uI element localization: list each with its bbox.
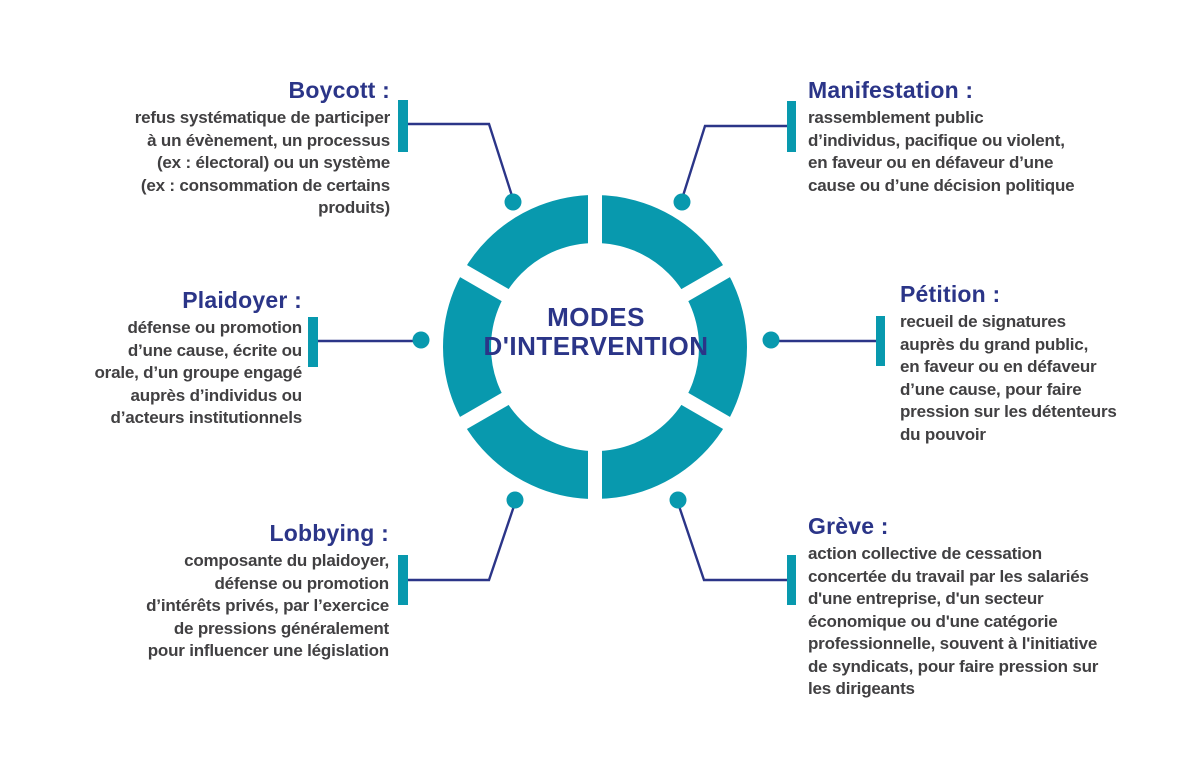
body-line: défense ou promotion [127, 318, 302, 337]
body-line: action collective de cessation [808, 544, 1042, 563]
center-title-line1: MODES [547, 302, 645, 332]
section-petition: Pétition : recueil de signatures auprès d… [900, 280, 1200, 446]
body-line: composante du plaidoyer, [184, 551, 389, 570]
center-title: MODES D'INTERVENTION [446, 303, 746, 361]
section-manifestation: Manifestation : rassemblement public d’in… [808, 76, 1168, 197]
section-body-lobbying: composante du plaidoyer, défense ou promo… [29, 550, 389, 663]
body-line: à un évènement, un processus [147, 130, 390, 150]
body-line: produits) [318, 198, 390, 217]
connector-line-lobbying [406, 502, 517, 582]
body-line: cause ou d’une décision politique [808, 175, 1075, 195]
body-line: recueil de signatures [900, 312, 1066, 331]
section-lobbying: Lobbying : composante du plaidoyer, défen… [29, 519, 389, 663]
section-plaidoyer: Plaidoyer : défense ou promotion d’une ca… [0, 286, 302, 430]
ring-gap [672, 387, 740, 435]
connector-dot-manifestation [673, 193, 691, 211]
ring-gap [672, 259, 740, 307]
body-line: refus systématique de participer [134, 108, 391, 127]
section-body-greve: action collective de cessation concertée … [808, 543, 1188, 701]
body-line: (ex : consommation de certains [140, 175, 390, 195]
body-line: les dirigeants [808, 679, 915, 698]
section-title-boycott: Boycott : [288, 77, 390, 103]
body-line: d’une cause, pour faire [900, 379, 1082, 399]
body-line: orale, d’un groupe engagé [94, 363, 302, 382]
center-title-line2: D'INTERVENTION [483, 331, 709, 361]
section-title-lobbying: Lobbying : [269, 520, 389, 546]
body-line: de pressions généralement [173, 618, 389, 638]
ring-gap [450, 259, 518, 307]
accent-bar-greve [787, 555, 796, 605]
accent-bar-manifestation [787, 101, 796, 152]
connector-line-boycott [407, 122, 515, 200]
body-line: d’intérêts privés, par l’exercice [146, 596, 389, 615]
accent-bar-lobbying [398, 555, 408, 605]
body-line: professionnelle, souvent à l'initiative [808, 634, 1098, 653]
section-boycott: Boycott : refus systématique de particip… [30, 76, 391, 220]
accent-bar-boycott [398, 100, 408, 152]
connector-line-manifestation [680, 124, 788, 200]
body-line: de syndicats, pour faire pression sur [808, 656, 1099, 676]
connector-dot-boycott [504, 193, 522, 211]
connector-line-greve [676, 502, 788, 582]
section-body-petition: recueil de signatures auprès du grand pub… [900, 311, 1200, 446]
accent-bar-petition [876, 316, 885, 366]
section-body-plaidoyer: défense ou promotion d’une cause, écrite … [0, 317, 302, 430]
connector-dot-petition [762, 331, 780, 349]
section-title-plaidoyer: Plaidoyer : [182, 287, 302, 313]
body-line: pression sur les détenteurs [900, 402, 1117, 421]
ring-gaps [450, 184, 740, 510]
body-line: (ex : électoral) ou un système [156, 153, 390, 172]
body-line: en faveur ou en défaveur d’une [808, 153, 1054, 172]
body-line: en faveur ou en défaveur [900, 357, 1097, 376]
accent-bar-plaidoyer [308, 317, 318, 367]
body-line: pour influencer une législation [147, 641, 389, 660]
body-line: d’une cause, écrite ou [127, 340, 302, 360]
ring-gap [588, 184, 602, 254]
section-body-boycott: refus systématique de participer à un évè… [30, 107, 391, 220]
body-line: auprès du grand public, [900, 334, 1089, 354]
connector-dot-lobbying [506, 491, 524, 509]
connector-dot-greve [669, 491, 687, 509]
body-line: d’acteurs institutionnels [110, 408, 303, 427]
body-line: d’individus, pacifique ou violent, [808, 130, 1065, 150]
section-title-petition: Pétition : [900, 281, 1001, 307]
section-title-greve: Grève : [808, 513, 889, 539]
body-line: auprès d’individus ou [130, 385, 303, 405]
section-title-manifestation: Manifestation : [808, 77, 974, 103]
body-line: concertée du travail par les salariés [808, 566, 1089, 586]
body-line: économique ou d'une catégorie [808, 611, 1058, 631]
section-body-manifestation: rassemblement public d’individus, pacifiq… [808, 107, 1168, 197]
section-greve: Grève : action collective de cessation co… [808, 512, 1188, 701]
ring-gap [450, 387, 518, 435]
body-line: d'une entreprise, d'un secteur [808, 589, 1044, 608]
connector-dot-plaidoyer [412, 331, 430, 349]
ring-gap [588, 440, 602, 510]
body-line: défense ou promotion [214, 573, 389, 593]
body-line: rassemblement public [808, 108, 984, 127]
body-line: du pouvoir [900, 424, 986, 444]
